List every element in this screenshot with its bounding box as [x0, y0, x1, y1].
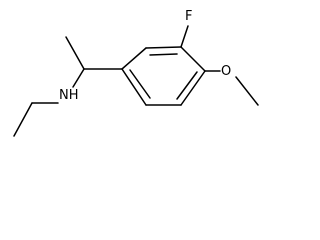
bond-c3-f [180, 25, 189, 48]
ring-double-bond-c4-c5 [176, 71, 198, 100]
ring-bond-c4-c5 [180, 70, 206, 106]
ring-double-bond-c6-c1 [129, 69, 151, 99]
oxygen-label: O [221, 64, 231, 79]
ring-double-bond-c2-c3 [149, 53, 178, 56]
bond-o-methyl [235, 76, 259, 106]
fluorine-label: F [185, 9, 192, 24]
bond-chiral-carbon-n [72, 68, 85, 88]
bond-ethyl-ch2-ch3 [13, 102, 33, 137]
ring-bond-c3-c4 [180, 46, 206, 72]
ring-bond-c6-c1 [121, 68, 147, 106]
ring-bond-c1-c2 [121, 47, 147, 70]
structural-formula: F O NH [13, 9, 259, 137]
ring-bond-c2-c3 [145, 46, 182, 49]
bond-chiral-carbon-methyl [65, 36, 85, 70]
amine-label: NH [59, 88, 79, 103]
